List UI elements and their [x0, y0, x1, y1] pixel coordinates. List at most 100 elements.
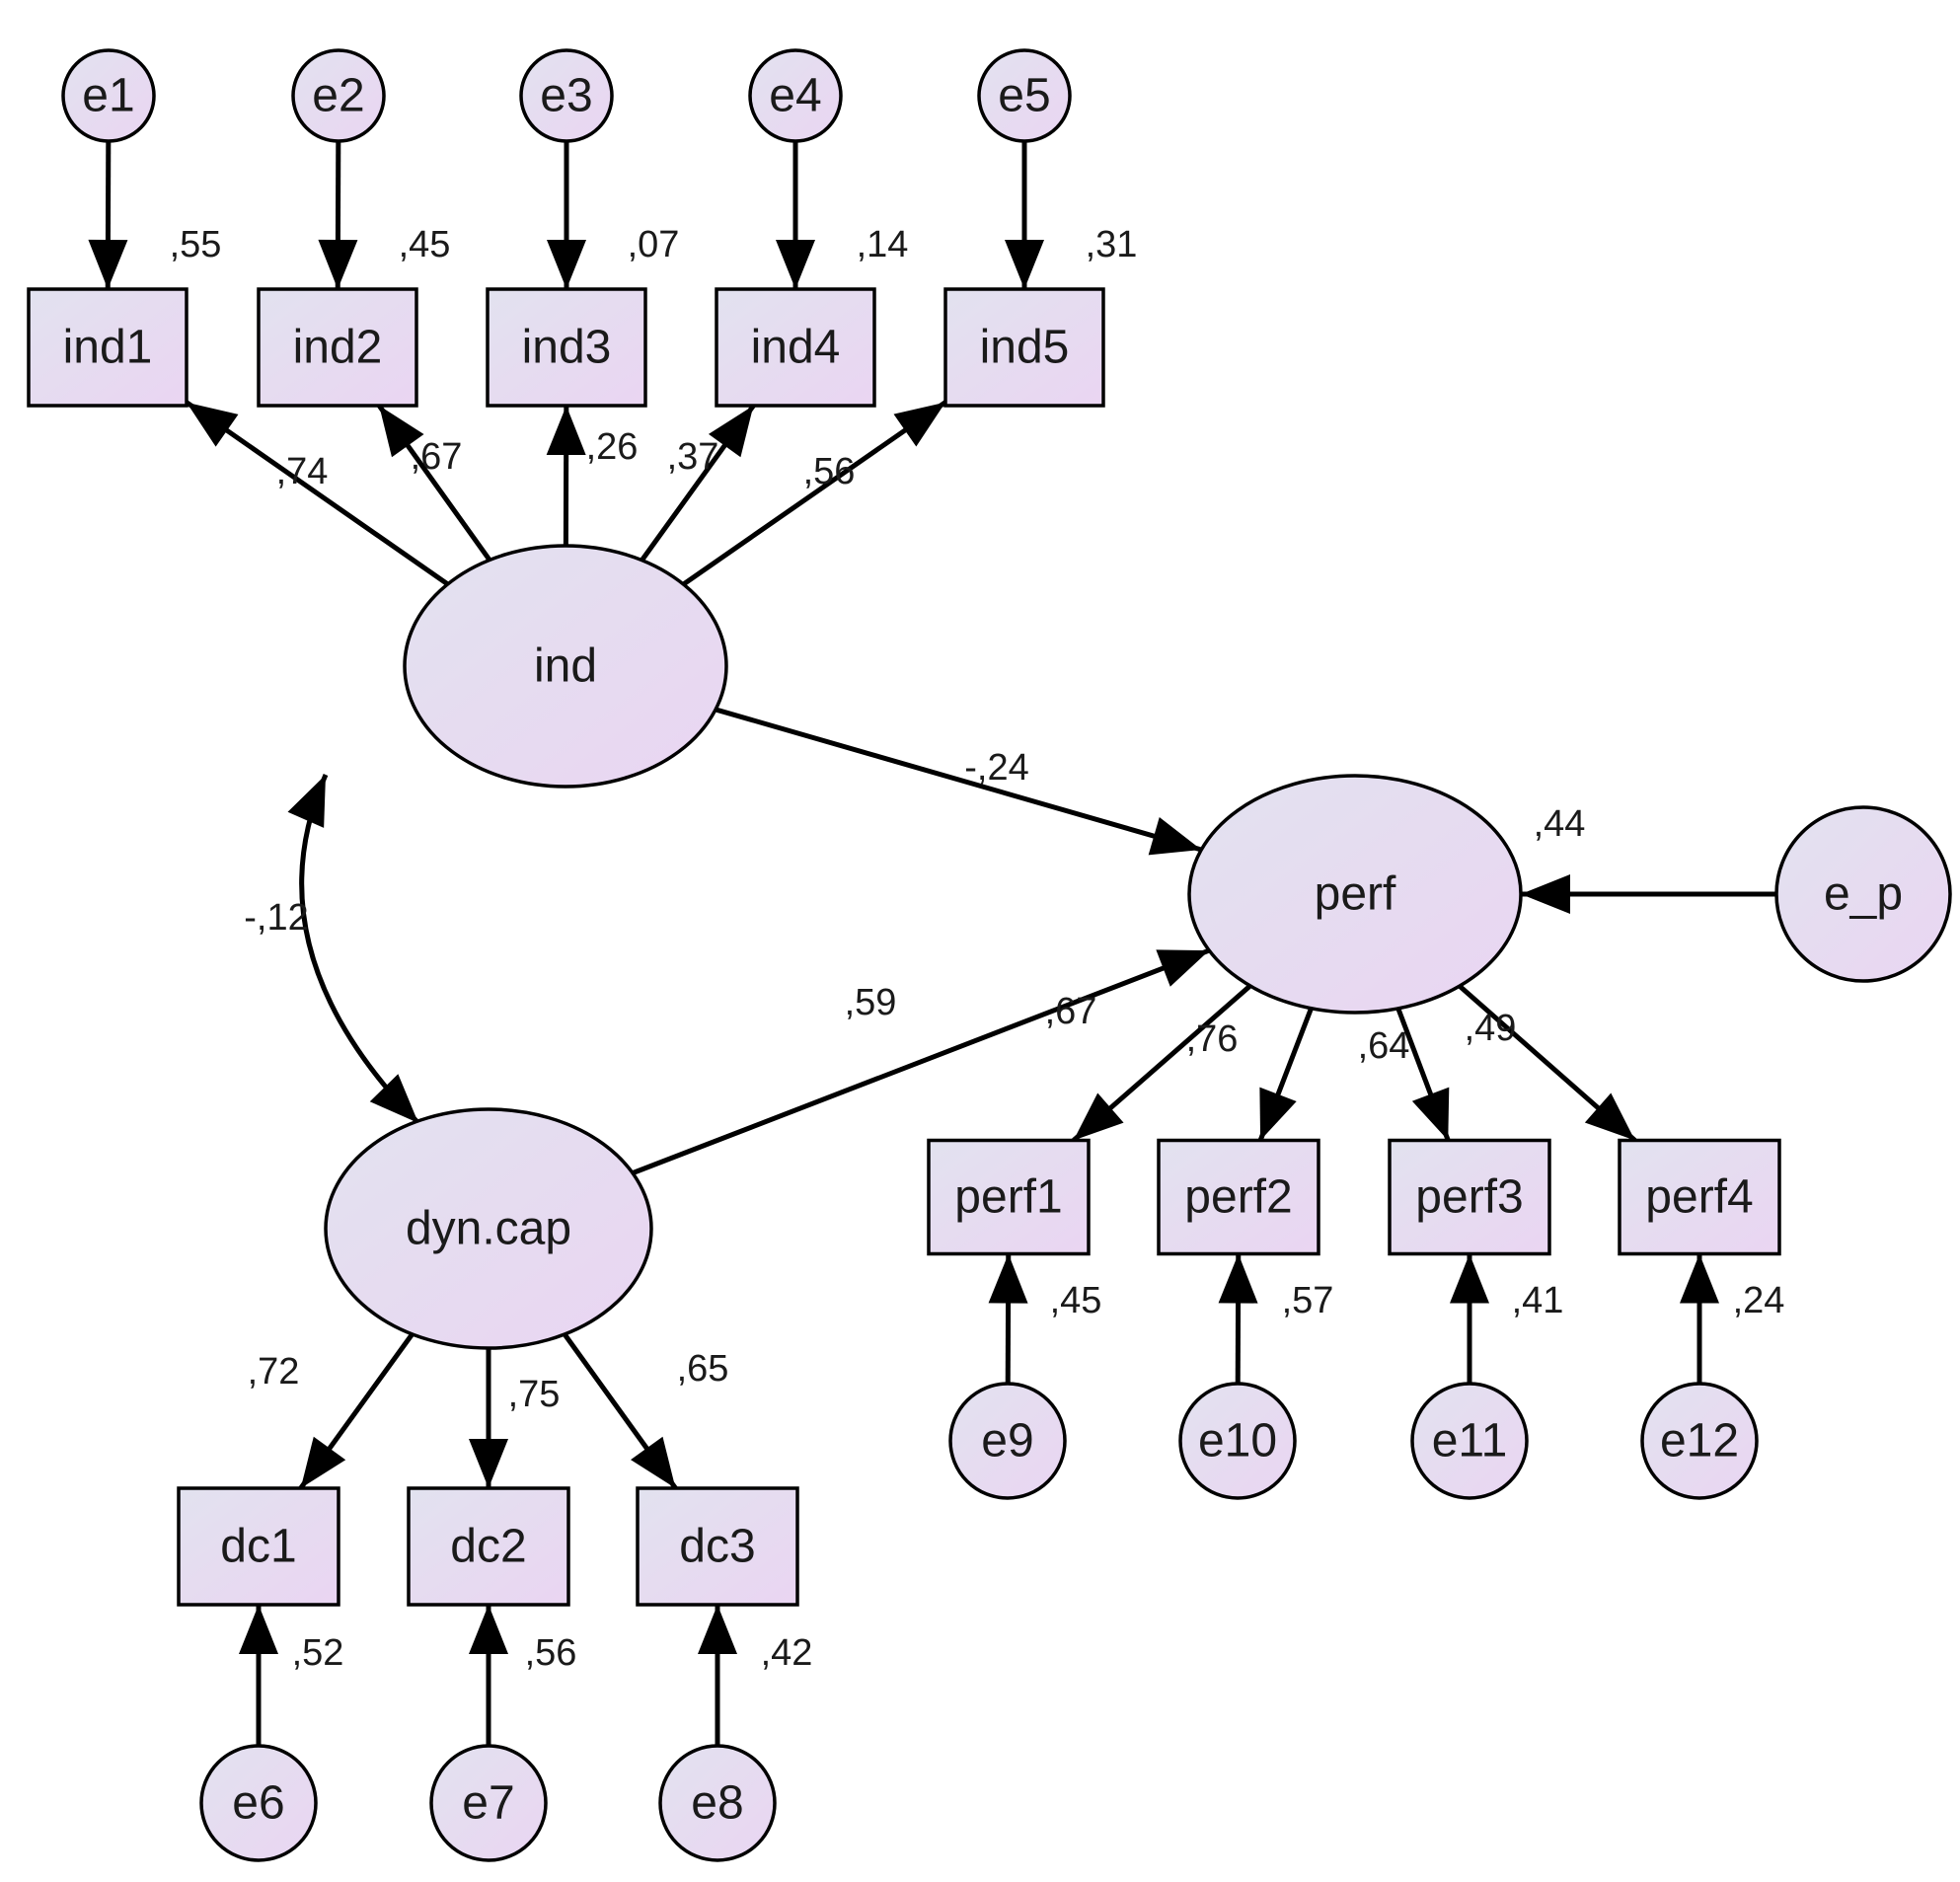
error-node-e12: e12: [1640, 1382, 1759, 1500]
observed-node-ind5: ind5: [943, 287, 1105, 408]
node-label-e3: e3: [540, 70, 592, 122]
observed-box: [27, 287, 188, 408]
arrowhead-ind-to-perf: [1148, 816, 1202, 856]
arrowhead-e2-to-ind2: [318, 239, 358, 289]
error-node-e_p: e_p: [1774, 805, 1952, 983]
node-label-e10: e10: [1198, 1415, 1277, 1468]
node-label-ind1: ind1: [63, 322, 153, 374]
observed-box: [486, 287, 647, 408]
latent-node-ind: ind: [403, 544, 728, 789]
observed-box: [715, 287, 876, 408]
node-label-ind5: ind5: [980, 322, 1070, 374]
error-circle: [977, 48, 1072, 143]
node-label-perf4: perf4: [1645, 1171, 1753, 1224]
labels-layer: ,74,67,26,37,56-,24,59-,12,67,76,64,49,7…: [170, 224, 1785, 1674]
node-label-e_p: e_p: [1824, 868, 1903, 921]
observed-box: [257, 287, 418, 408]
coefficient-label-dyncap-to-perf: ,59: [845, 982, 897, 1023]
error-node-e5: e5: [977, 48, 1072, 143]
node-label-ind4: ind4: [751, 322, 841, 374]
arrowhead-ind-to-ind1: [187, 402, 239, 447]
node-label-e11: e11: [1432, 1415, 1508, 1468]
arrowhead-ind-to-ind2: [379, 406, 424, 458]
error-node-e11: e11: [1410, 1382, 1529, 1500]
coefficient-label-ind-to-ind3: ,26: [586, 426, 639, 468]
node-label-perf2: perf2: [1184, 1171, 1292, 1224]
node-label-ind3: ind3: [522, 322, 612, 374]
coefficient-label-perf-to-perf2: ,76: [1186, 1018, 1239, 1060]
r-squared-label-dc3: ,42: [761, 1632, 813, 1674]
r-squared-label-dc1: ,52: [292, 1632, 344, 1674]
error-node-e9: e9: [948, 1382, 1067, 1500]
arrowhead-e10-to-perf2: [1218, 1253, 1258, 1304]
node-label-ind: ind: [534, 640, 597, 693]
arrowhead-e6-to-dc1: [239, 1605, 278, 1654]
r-squared-label-perf3: ,41: [1512, 1280, 1564, 1321]
r-squared-label-ind3: ,07: [628, 224, 680, 265]
node-label-e7: e7: [462, 1777, 514, 1830]
node-label-e5: e5: [998, 70, 1050, 122]
arrowhead-e1-to-ind1: [88, 239, 128, 289]
error-circle: [291, 48, 386, 143]
arrowhead-e9-to-perf1: [988, 1253, 1028, 1304]
arrowhead-e7-to-dc2: [469, 1605, 508, 1654]
error-node-e8: e8: [658, 1744, 777, 1862]
observed-node-perf2: perf2: [1157, 1138, 1320, 1256]
arrowhead-ind-to-ind5: [893, 402, 945, 447]
path-ind-to-ind1: [185, 400, 450, 586]
node-label-dc2: dc2: [450, 1521, 526, 1573]
arrowhead-e4-to-ind4: [776, 240, 815, 289]
error-node-e10: e10: [1178, 1382, 1297, 1500]
arrowhead-ind-to-ind3: [546, 406, 586, 456]
error-circle: [429, 1744, 548, 1862]
edges-layer: [88, 140, 1776, 1746]
covariance-arrowhead-ind: [287, 775, 326, 828]
r-squared-label-dc2: ,56: [525, 1632, 577, 1674]
coefficient-label-dyncap-to-dc3: ,65: [677, 1348, 729, 1390]
observed-node-dc1: dc1: [177, 1486, 340, 1607]
arrowhead-perf-to-perf4: [1584, 1092, 1635, 1141]
arrowhead-dyncap-to-perf: [1156, 949, 1210, 987]
node-label-e12: e12: [1660, 1415, 1739, 1468]
arrowhead-perf-to-perf2: [1259, 1087, 1297, 1141]
latent-ellipse: [403, 544, 728, 789]
error-node-e6: e6: [199, 1744, 318, 1862]
latent-node-perf: perf: [1187, 774, 1523, 1015]
coefficient-label-perf-to-perf3: ,64: [1358, 1025, 1410, 1067]
arrowhead-e8-to-dc3: [698, 1605, 737, 1654]
observed-box: [177, 1486, 340, 1607]
r-squared-label-perf4: ,24: [1733, 1280, 1785, 1321]
r-squared-label-ind1: ,55: [170, 224, 222, 265]
node-label-dyncap: dyn.cap: [406, 1203, 571, 1255]
observed-node-perf4: perf4: [1618, 1138, 1781, 1256]
arrowhead-ind-to-ind4: [708, 406, 754, 458]
node-label-perf: perf: [1315, 868, 1396, 921]
arrowhead-e3-to-ind3: [547, 240, 586, 289]
coefficient-label-perf-to-perf1: ,67: [1045, 991, 1097, 1032]
arrowhead-perf-to-perf3: [1411, 1087, 1450, 1141]
observed-node-perf1: perf1: [927, 1138, 1091, 1256]
coefficient-label-ind-to-ind4: ,37: [667, 436, 719, 478]
r-squared-label-ind2: ,45: [399, 224, 451, 265]
observed-node-dc2: dc2: [407, 1486, 570, 1607]
arrowhead-e12-to-perf4: [1680, 1253, 1719, 1304]
observed-box: [1388, 1138, 1551, 1256]
node-label-e6: e6: [232, 1777, 284, 1830]
arrowhead-e5-to-ind5: [1005, 240, 1044, 289]
coefficient-label-ind-to-ind5: ,56: [803, 451, 856, 492]
path-dyncap-to-perf: [632, 947, 1211, 1175]
coefficient-label-ind-to-dyncap: -,12: [244, 897, 308, 939]
arrowhead-dyncap-to-dc2: [469, 1439, 508, 1488]
error-circle: [748, 48, 843, 143]
observed-node-perf3: perf3: [1388, 1138, 1551, 1256]
arrowhead-perf-to-perf1: [1073, 1092, 1124, 1141]
node-label-e8: e8: [691, 1777, 743, 1830]
node-label-perf3: perf3: [1415, 1171, 1523, 1224]
observed-box: [1618, 1138, 1781, 1256]
arrowhead-dyncap-to-dc3: [631, 1436, 676, 1488]
coefficient-label-ind-to-perf: -,24: [964, 747, 1028, 789]
node-label-e4: e4: [769, 70, 821, 122]
coefficient-label-dyncap-to-dc2: ,75: [508, 1374, 561, 1415]
